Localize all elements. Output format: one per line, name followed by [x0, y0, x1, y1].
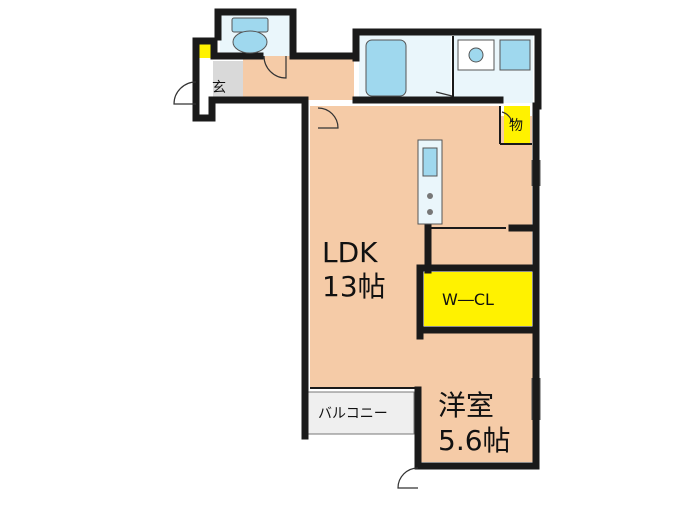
entrance-label: 玄: [212, 79, 226, 96]
balcony-label: バルコニー: [318, 406, 388, 422]
entrance-floor: [213, 61, 243, 99]
windows: [531, 160, 541, 420]
bath-door: [435, 91, 453, 97]
bathtub-fixture: [365, 39, 407, 97]
bedroom-door: [397, 467, 419, 489]
western-room-name-label: 洋室: [438, 389, 494, 422]
wcl-floor: [424, 272, 532, 326]
ldk-floor: [310, 106, 532, 388]
entrance-door: [173, 81, 197, 105]
hall-floor: [243, 56, 354, 100]
balcony-floor: [307, 391, 415, 435]
western-room-size-label: 5.6帖: [438, 424, 511, 457]
washing-machine-fixture: [499, 39, 531, 71]
western-room-floor: [418, 330, 534, 462]
ldk-size-label: 13帖: [322, 270, 386, 303]
thin-walls: [310, 36, 532, 389]
walls: [192, 8, 542, 470]
toilet-fixture: [231, 17, 269, 54]
storage-door: [501, 111, 513, 123]
storage-floor: [504, 106, 530, 144]
doors: [173, 55, 513, 489]
storage-label: 物: [509, 118, 523, 134]
ldk-name-label: LDK: [322, 236, 378, 269]
ldk-door: [317, 107, 339, 129]
kitchen-counter: [417, 139, 443, 225]
washbasin-fixture: [457, 39, 495, 71]
shoe-box: [198, 44, 213, 58]
toilet-door: [263, 55, 287, 79]
wcl-label: W―CL: [442, 290, 494, 309]
